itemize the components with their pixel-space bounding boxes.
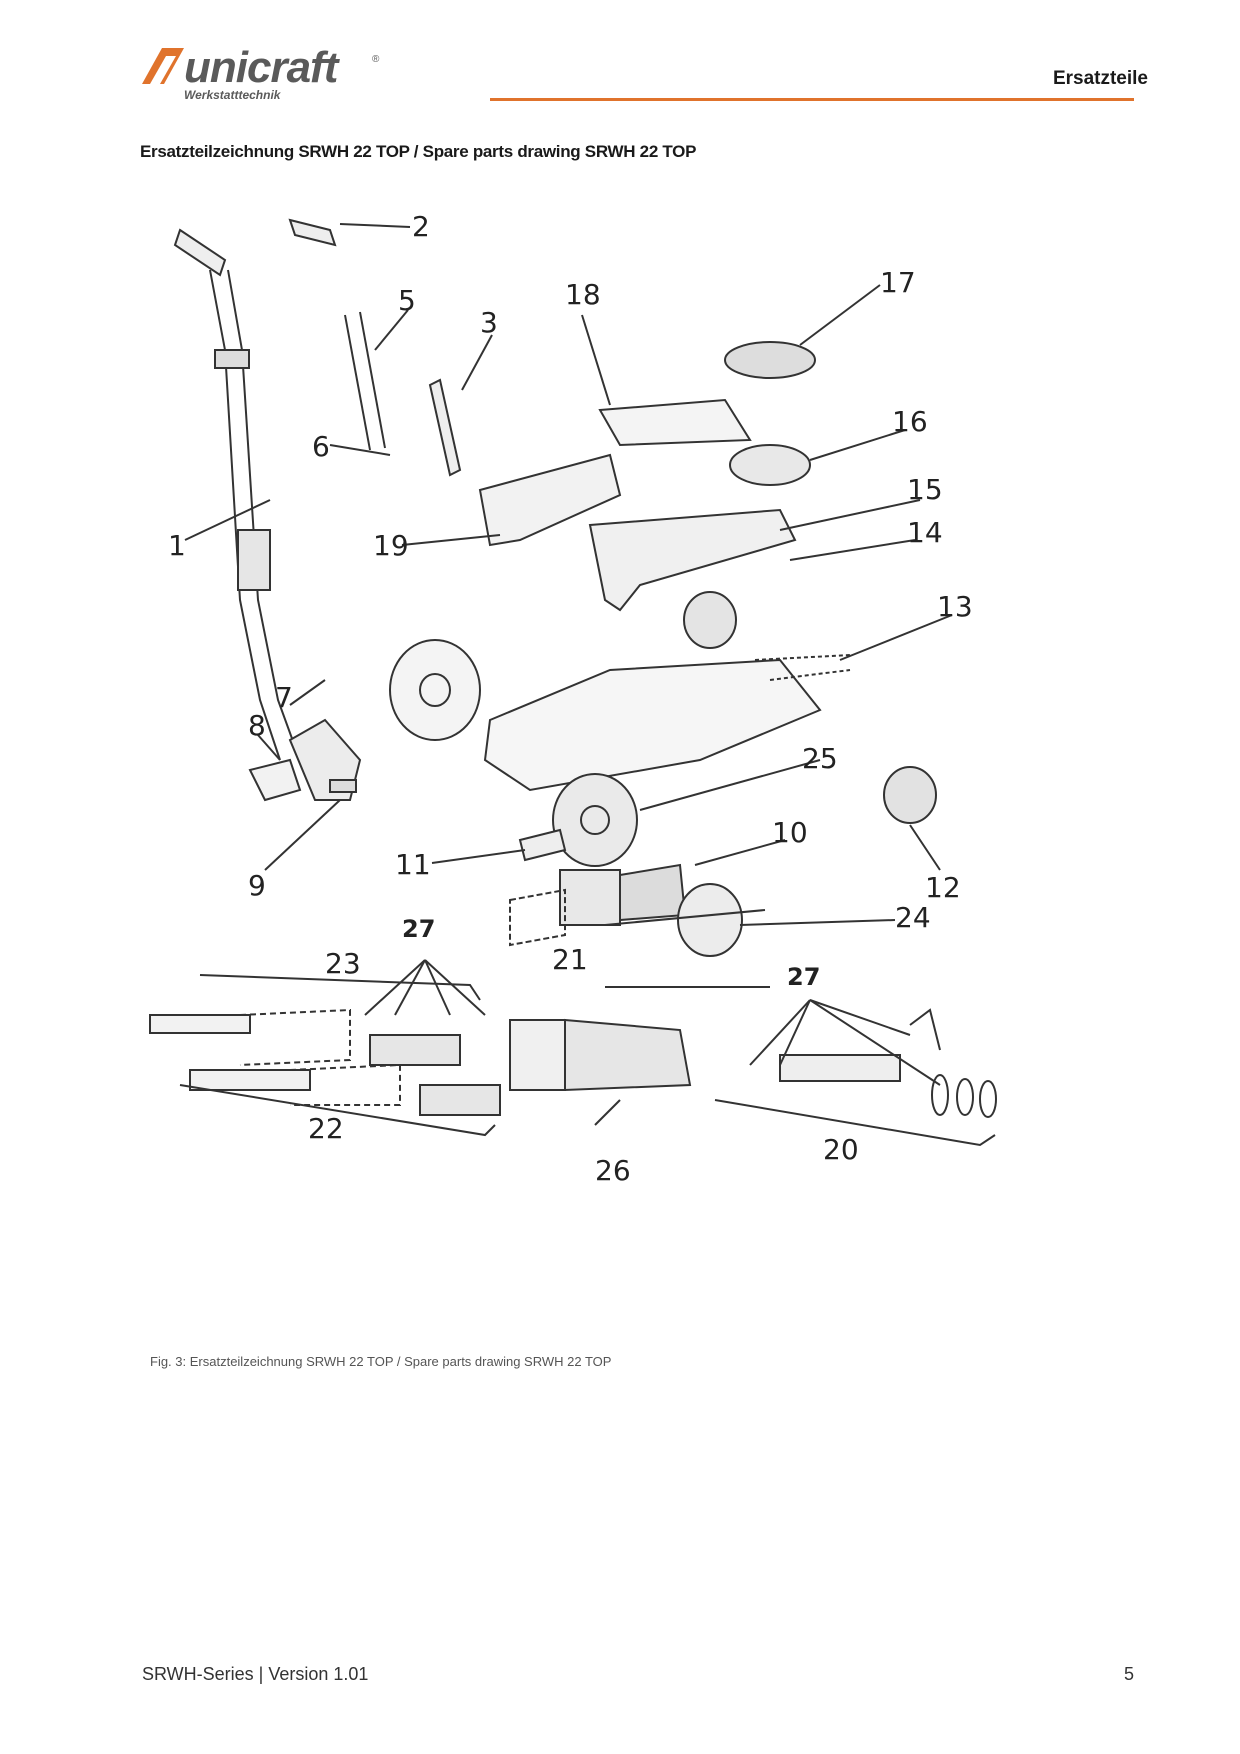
- unicraft-logo: unicraft ® Werkstatttechnik: [140, 43, 400, 110]
- part-label-1: 1: [168, 529, 186, 562]
- part-label-9: 9: [248, 869, 266, 902]
- drawing-title: Ersatzteilzeichnung SRWH 22 TOP / Spare …: [140, 142, 697, 161]
- part-label-16: 16: [892, 405, 928, 438]
- part-label-23: 23: [325, 947, 361, 980]
- part-label-11: 11: [395, 848, 431, 881]
- part-label-26: 26: [595, 1154, 631, 1187]
- part-label-6: 6: [312, 430, 330, 463]
- part-label-17: 17: [880, 266, 916, 299]
- part-label-24: 24: [895, 901, 931, 934]
- logo-mark-icon: [142, 48, 184, 84]
- part-label-2: 2: [412, 210, 430, 243]
- part-label-13: 13: [937, 590, 973, 623]
- logo-registered-mark: ®: [372, 54, 380, 65]
- section-title: Ersatzteile: [1052, 68, 1148, 89]
- part-label-19: 19: [373, 529, 409, 562]
- figure-caption: Fig. 3: Ersatzteilzeichnung SRWH 22 TOP …: [150, 1354, 612, 1369]
- part-label-8: 8: [248, 709, 266, 742]
- part-label-27-right: 27: [787, 963, 820, 991]
- header-divider: [490, 98, 1134, 101]
- part-label-12: 12: [925, 871, 961, 904]
- part-label-18: 18: [565, 278, 601, 311]
- part-label-5: 5: [398, 284, 416, 317]
- part-label-15: 15: [907, 473, 943, 506]
- page-number: 5: [1123, 1664, 1134, 1684]
- part-label-10: 10: [772, 816, 808, 849]
- part-label-21: 21: [552, 943, 588, 976]
- part-label-7: 7: [275, 681, 293, 714]
- part-label-22: 22: [308, 1112, 344, 1145]
- footer-series-version: SRWH-Series | Version 1.01: [142, 1664, 369, 1684]
- part-label-27-left: 27: [402, 915, 435, 943]
- part-label-20: 20: [823, 1133, 859, 1166]
- logo-tagline: Werkstatttechnik: [184, 88, 281, 102]
- part-label-14: 14: [907, 516, 943, 549]
- logo-brand: unicraft: [184, 43, 338, 92]
- spare-parts-drawing: 1 2 3 5 6 7 8 9 10 11 12 13 14 15 16 17 …: [149, 210, 997, 1187]
- part-label-25: 25: [802, 742, 838, 775]
- part-label-3: 3: [480, 306, 498, 339]
